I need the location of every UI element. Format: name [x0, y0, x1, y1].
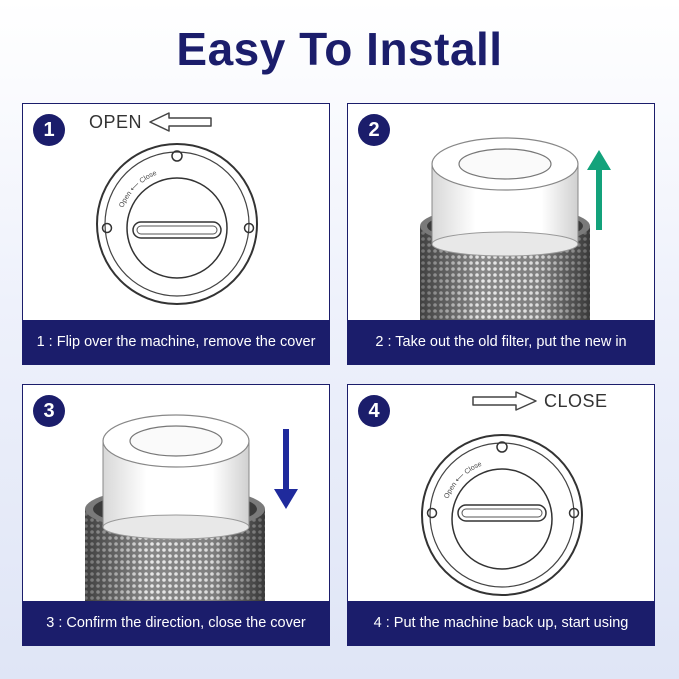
close-label: CLOSE — [544, 391, 608, 411]
open-arrow-icon — [149, 112, 212, 132]
step-4-caption: 4 : Put the machine back up, start using — [348, 601, 654, 645]
filter-insert-illustration — [85, 414, 265, 603]
step-3-caption: 3 : Confirm the direction, close the cov… — [23, 601, 329, 645]
step-4-panel: Open ⟵ Close 4 CLOSE 4 : Put the machine… — [347, 384, 655, 646]
step-4-badge: 4 — [358, 395, 390, 427]
step-3-badge: 3 — [33, 395, 65, 427]
step-2-panel: 2 2 : Take out the old filter, put the n… — [347, 103, 655, 365]
step-2-caption: 2 : Take out the old filter, put the new… — [348, 320, 654, 364]
step-2-badge: 2 — [358, 114, 390, 146]
page-title: Easy To Install — [176, 23, 503, 75]
step-1-caption: 1 : Flip over the machine, remove the co… — [23, 320, 329, 364]
step-1-badge: 1 — [33, 114, 65, 146]
step-3-panel: 3 3 : Confirm the direction, close the c… — [22, 384, 330, 646]
up-arrow-icon — [587, 150, 611, 230]
close-arrow-icon — [472, 391, 537, 411]
open-label: OPEN — [89, 112, 143, 132]
cover-close-illustration: Open ⟵ Close — [421, 434, 583, 596]
cover-open-illustration: Open ⟵ Close — [96, 143, 258, 305]
step-1-panel: Open ⟵ Close 1 OPEN 1 : Flip over the ma… — [22, 103, 330, 365]
filter-remove-illustration — [420, 137, 590, 322]
down-arrow-icon — [274, 429, 298, 509]
